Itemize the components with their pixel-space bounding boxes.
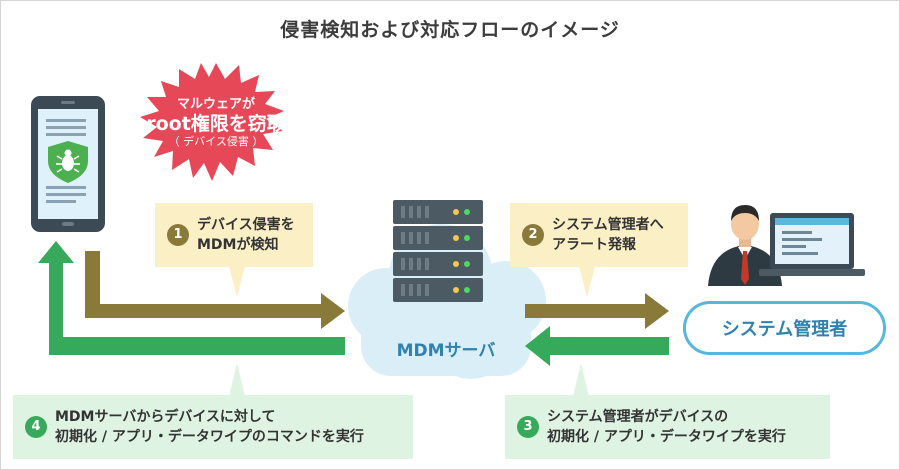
step1-callout: 1 デバイス侵害を MDMが検知 [155,203,313,267]
step4-line1: MDMサーバからデバイスに対して [55,409,276,425]
step4-pointer [229,363,245,396]
step2-line1: システム管理者へ [552,217,664,233]
shield-bug-icon [48,141,88,183]
command-arrow-to-server [525,326,669,366]
admin-label: システム管理者 [721,319,848,340]
step1-line2: MDMが検知 [197,237,279,253]
step2-text: システム管理者へ アラート発報 [552,215,664,255]
step2-callout: 2 システム管理者へ アラート発報 [510,203,688,267]
step1-number-badge: 1 [167,224,189,246]
wipe-arrow-to-device [38,241,345,355]
burst-line-1: マルウェアが [176,97,255,112]
step3-line2: 初期化 / アプリ・データワイプを実行 [547,429,786,445]
admin-label-pill: システム管理者 [683,301,886,355]
step1-text: デバイス侵害を MDMが検知 [197,215,295,255]
burst-line-3: （ デバイス侵害 ） [168,135,264,148]
step3-text: システム管理者がデバイスの 初期化 / アプリ・データワイプを実行 [547,407,786,447]
step4-text: MDMサーバからデバイスに対して 初期化 / アプリ・データワイプのコマンドを実… [55,407,364,447]
server-label: MDMサーバ [396,341,496,361]
step4-number-badge: 4 [25,416,47,438]
diagram-title: 侵害検知および対応フローのイメージ [280,19,620,41]
step1-line1: デバイス侵害を [197,217,295,233]
malware-burst [140,63,284,181]
step3-callout: 3 システム管理者がデバイスの 初期化 / アプリ・データワイプを実行 [505,395,830,459]
step3-number-badge: 3 [517,416,539,438]
step3-line1: システム管理者がデバイスの [547,409,729,425]
step1-pointer [229,266,245,297]
burst-line-2: root権限を窃取 [146,113,286,135]
step3-pointer [573,363,589,396]
detect-arrow-to-server [85,251,345,329]
step2-number-badge: 2 [522,224,544,246]
step2-line2: アラート発報 [552,237,636,253]
step4-callout: 4 MDMサーバからデバイスに対して 初期化 / アプリ・データワイプのコマンド… [13,395,413,459]
step2-pointer [579,266,595,297]
alert-arrow-to-admin [525,293,669,329]
step4-line2: 初期化 / アプリ・データワイプのコマンドを実行 [55,429,364,445]
server-icon [393,200,483,302]
laptop-icon [759,213,865,276]
